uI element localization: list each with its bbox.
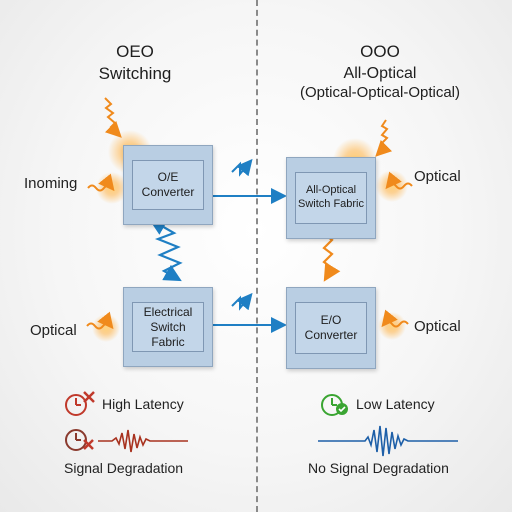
ooo-title: OOO xyxy=(360,42,400,61)
optical-signal-icon xyxy=(375,119,393,157)
optical-signal-icon xyxy=(86,311,114,330)
low-latency-label: Low Latency xyxy=(356,396,435,412)
all-optical-label-line1: All-Optical xyxy=(305,184,357,197)
signal-degradation-label: Signal Degradation xyxy=(64,460,184,476)
electrical-link-icon xyxy=(148,218,183,282)
optical-signal-icon xyxy=(87,173,115,192)
high-latency-label: High Latency xyxy=(102,396,184,412)
electrical-signal-icon xyxy=(231,292,253,311)
optical-signal-icon xyxy=(385,171,413,190)
eo-converter-box: E/O Converter xyxy=(286,287,376,369)
ooo-subtitle: All-Optical xyxy=(343,65,417,82)
eo-converter-label-line2: Converter xyxy=(304,328,358,342)
optical-signal-icon xyxy=(381,309,409,328)
section-divider xyxy=(256,0,258,512)
optical-signal-icon xyxy=(104,97,122,138)
oeo-title: OEO xyxy=(116,42,154,61)
incoming-label: Inoming xyxy=(24,175,78,192)
light-glow xyxy=(378,312,406,340)
eo-converter-label-line1: E/O xyxy=(320,313,342,327)
oe-converter-label-line2: Converter xyxy=(141,185,195,199)
all-optical-switch-fabric-box: All-Optical Switch Fabric xyxy=(286,157,376,239)
electrical-switch-fabric-box: Electrical Switch Fabric xyxy=(123,287,213,367)
ooo-subtitle-expansion: (Optical-Optical-Optical) xyxy=(299,84,461,101)
optical-right-top-label: Optical xyxy=(414,168,461,185)
electrical-switch-label-line2: Switch Fabric xyxy=(150,319,186,349)
oeo-subtitle: Switching xyxy=(98,64,172,83)
optical-left-label: Optical xyxy=(30,322,77,339)
optical-right-bottom-label: Optical xyxy=(414,318,461,335)
no-signal-degradation-label: No Signal Degradation xyxy=(308,460,449,476)
electrical-switch-label-line1: Electrical xyxy=(143,304,193,319)
oe-converter-box: O/E Converter xyxy=(123,145,213,225)
electrical-signal-icon xyxy=(231,158,253,177)
oe-converter-label-line1: O/E xyxy=(157,170,179,184)
all-optical-label-line2: Switch Fabric xyxy=(297,198,365,210)
